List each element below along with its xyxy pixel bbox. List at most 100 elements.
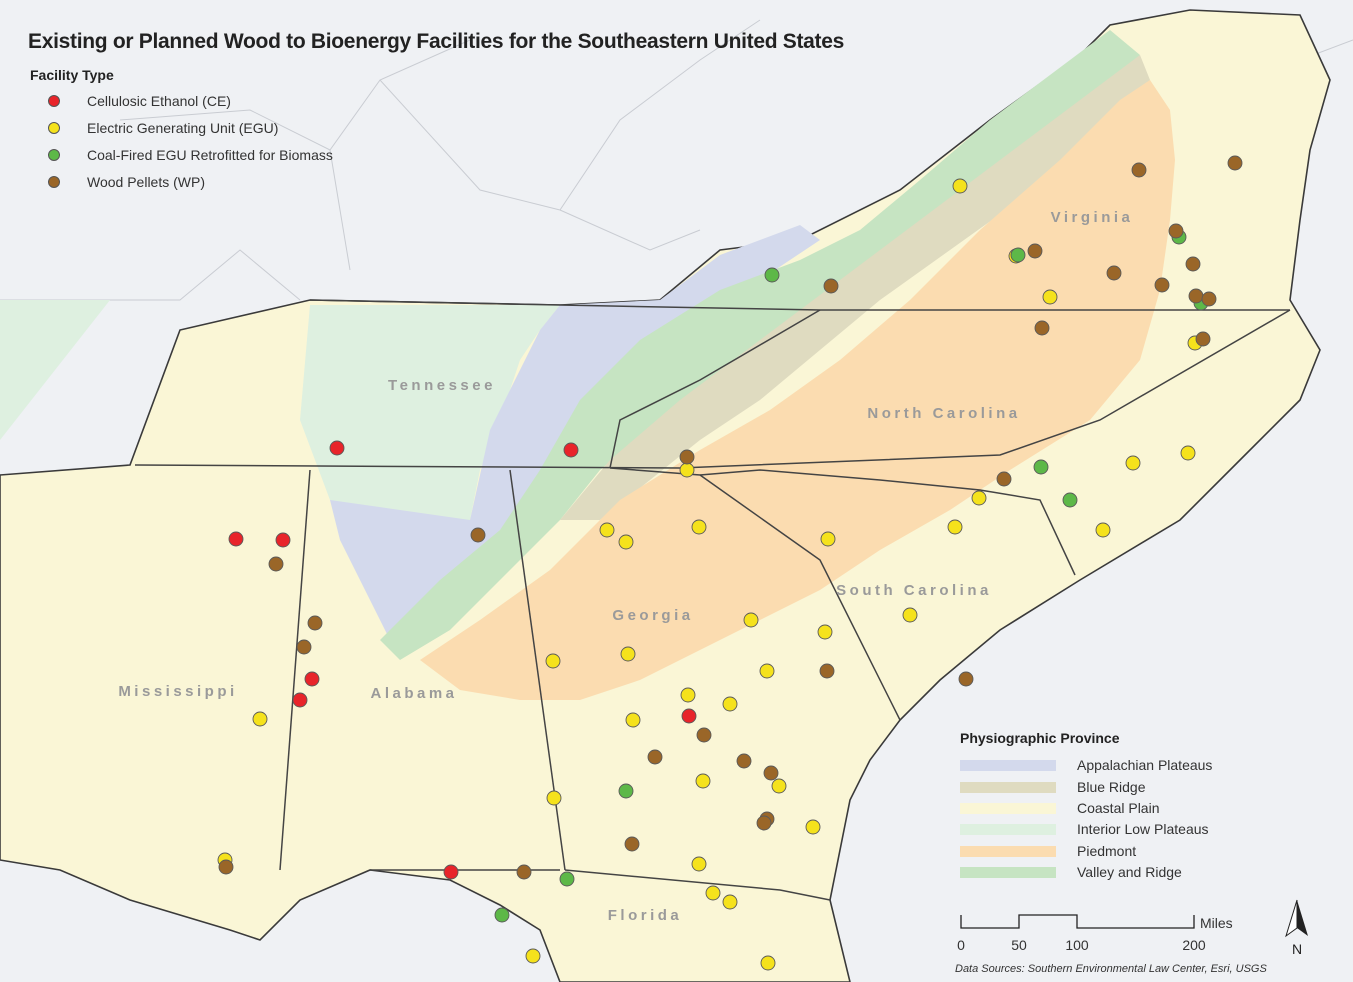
wood-pellets-marker	[218, 859, 234, 875]
facility-legend-heading: Facility Type	[30, 67, 114, 83]
egu-marker	[817, 624, 833, 640]
egu-marker	[722, 894, 738, 910]
wood-pellets-marker	[958, 671, 974, 687]
wood-pellets-marker	[1168, 223, 1184, 239]
egu-marker	[679, 462, 695, 478]
coal-fired-egu-marker	[618, 783, 634, 799]
cellulosic-ethanol-marker	[681, 708, 697, 724]
wood-pellets-marker	[1201, 291, 1217, 307]
north-arrow-icon: N	[1285, 899, 1308, 957]
scale-tick: 100	[1065, 937, 1089, 953]
state-label-north-carolina: North Carolina	[867, 405, 1020, 422]
wood-pellets-marker	[624, 836, 640, 852]
scale-unit: Miles	[1200, 915, 1233, 931]
legend-label: Wood Pellets (WP)	[87, 174, 205, 190]
legend-label: Appalachian Plateaus	[1077, 757, 1213, 773]
legend-label: Piedmont	[1077, 843, 1137, 859]
legend-item-electric-generating-unit: Electric Generating Unit (EGU)	[48, 118, 278, 138]
wood-pellets-marker	[1227, 155, 1243, 171]
egu-marker	[680, 687, 696, 703]
cellulosic-ethanol-marker	[443, 864, 459, 880]
wood-pellets-marker	[1195, 331, 1211, 347]
egu-marker	[546, 790, 562, 806]
scale-tick: 50	[1011, 937, 1027, 953]
egu-marker	[743, 612, 759, 628]
egu-marker	[620, 646, 636, 662]
egu-marker	[952, 178, 968, 194]
wood-pellets-marker	[1185, 256, 1201, 272]
egu-marker	[625, 712, 641, 728]
wood-pellets-marker	[1154, 277, 1170, 293]
wood-pellets-marker	[756, 815, 772, 831]
egu-marker	[1042, 289, 1058, 305]
legend-label: Cellulosic Ethanol (CE)	[87, 93, 231, 109]
legend-item-piedmont: Piedmont	[960, 841, 1136, 861]
brown-dot-icon	[48, 176, 60, 188]
wood-pellets-marker	[268, 556, 284, 572]
egu-marker	[971, 490, 987, 506]
wood-pellets-marker	[307, 615, 323, 631]
egu-marker	[1180, 445, 1196, 461]
wood-pellets-marker	[1106, 265, 1122, 281]
cellulosic-ethanol-marker	[275, 532, 291, 548]
cellulosic-ethanol-marker	[292, 692, 308, 708]
wood-pellets-marker	[1034, 320, 1050, 336]
egu-marker	[691, 856, 707, 872]
egu-marker	[599, 522, 615, 538]
swatch-icon	[960, 823, 1056, 835]
appalachian-plateaus	[330, 225, 820, 640]
wood-pellets-marker	[1131, 162, 1147, 178]
north-label: N	[1292, 941, 1302, 957]
swatch-icon	[960, 845, 1056, 857]
facility-markers	[217, 155, 1243, 971]
cellulosic-ethanol-marker	[304, 671, 320, 687]
wood-pellets-marker	[516, 864, 532, 880]
coal-fired-egu-marker	[559, 871, 575, 887]
swatch-icon	[960, 802, 1056, 814]
swatch-icon	[960, 781, 1056, 793]
red-dot-icon	[48, 95, 60, 107]
egu-marker	[705, 885, 721, 901]
legend-item-blue-ridge: Blue Ridge	[960, 777, 1146, 797]
egu-marker	[695, 773, 711, 789]
state-label-tennessee: Tennessee	[388, 377, 496, 394]
cellulosic-ethanol-marker	[563, 442, 579, 458]
wood-pellets-marker	[470, 527, 486, 543]
egu-marker	[902, 607, 918, 623]
egu-marker	[760, 955, 776, 971]
legend-label: Coal-Fired EGU Retrofitted for Biomass	[87, 147, 333, 163]
wood-pellets-marker	[1027, 243, 1043, 259]
legend-label: Valley and Ridge	[1077, 864, 1182, 880]
wood-pellets-marker	[296, 639, 312, 655]
egu-marker	[759, 663, 775, 679]
egu-marker	[1125, 455, 1141, 471]
state-label-virginia: Virginia	[1051, 209, 1134, 226]
egu-marker	[691, 519, 707, 535]
egu-marker	[805, 819, 821, 835]
map-title: Existing or Planned Wood to Bioenergy Fa…	[28, 30, 845, 53]
legend-item-coal-fired-egu: Coal-Fired EGU Retrofitted for Biomass	[48, 145, 333, 165]
coal-fired-egu-marker	[764, 267, 780, 283]
egu-marker	[947, 519, 963, 535]
legend-item-coastal-plain: Coastal Plain	[960, 798, 1160, 818]
egu-marker	[722, 696, 738, 712]
state-label-south-carolina: South Carolina	[836, 582, 992, 599]
data-sources: Data Sources: Southern Environmental Law…	[955, 963, 1267, 975]
wood-pellets-marker	[647, 749, 663, 765]
egu-marker	[618, 534, 634, 550]
scale-tick: 0	[957, 937, 965, 953]
swatch-icon	[960, 759, 1056, 771]
egu-marker	[252, 711, 268, 727]
green-dot-icon	[48, 149, 60, 161]
legend-item-wood-pellets: Wood Pellets (WP)	[48, 172, 205, 192]
state-label-alabama: Alabama	[370, 685, 457, 702]
wood-pellets-marker	[696, 727, 712, 743]
wood-pellets-marker	[1188, 288, 1204, 304]
wood-pellets-marker	[763, 765, 779, 781]
legend-item-interior-low-plateaus: Interior Low Plateaus	[960, 819, 1209, 839]
egu-marker	[820, 531, 836, 547]
coal-fired-egu-marker	[1010, 247, 1026, 263]
state-label-georgia: Georgia	[612, 607, 693, 624]
legend-item-valley-and-ridge: Valley and Ridge	[960, 862, 1182, 882]
